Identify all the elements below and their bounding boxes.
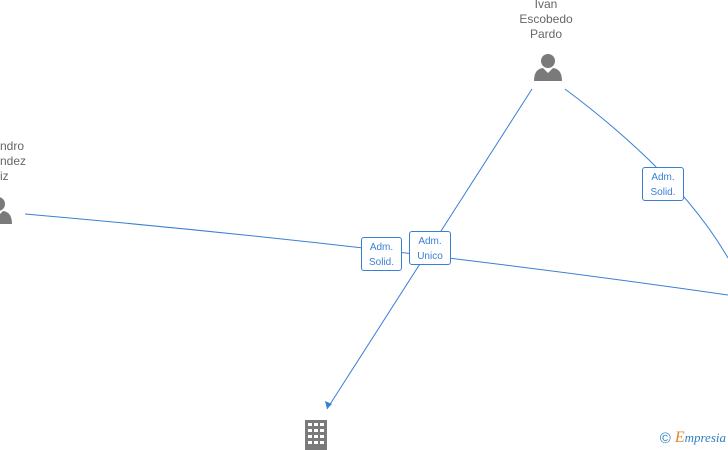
role-badge-adm-solid[interactable]: Adm. Solid.: [361, 237, 402, 271]
role-badge-line: Unico: [417, 251, 443, 262]
person-name-left[interactable]: ndro ndez iz: [0, 139, 26, 184]
brand-logo: Empresia: [675, 429, 726, 447]
role-badge-adm-unico[interactable]: Adm. Unico: [409, 231, 451, 265]
person-name-line: Escobedo: [519, 12, 573, 26]
role-badge-line: Solid.: [650, 187, 676, 198]
role-badge-adm-solid[interactable]: Adm. Solid.: [642, 167, 684, 201]
person-name-ivan[interactable]: Ivan Escobedo Pardo: [510, 0, 582, 42]
copyright-symbol: ©: [659, 429, 671, 447]
role-badge-line: Adm.: [651, 172, 675, 183]
role-badge-line: Solid.: [368, 257, 394, 268]
edge-arrowhead: [325, 401, 332, 409]
brand-initial: E: [674, 429, 685, 446]
person-name-line: Pardo: [529, 27, 563, 41]
person-name-line: iz: [0, 169, 9, 183]
empresia-watermark: © Empresia: [660, 429, 726, 447]
person-icon[interactable]: [534, 54, 562, 81]
person-icon[interactable]: [0, 197, 12, 224]
role-badge-line: Adm.: [418, 236, 442, 247]
role-badge-line: Adm.: [369, 242, 394, 253]
person-name-line: ndez: [0, 154, 27, 168]
person-name-line: ndro: [0, 139, 25, 153]
person-name-line: Ivan: [534, 0, 558, 11]
brand-rest: mpresia: [684, 430, 726, 445]
building-icon[interactable]: [305, 420, 327, 450]
